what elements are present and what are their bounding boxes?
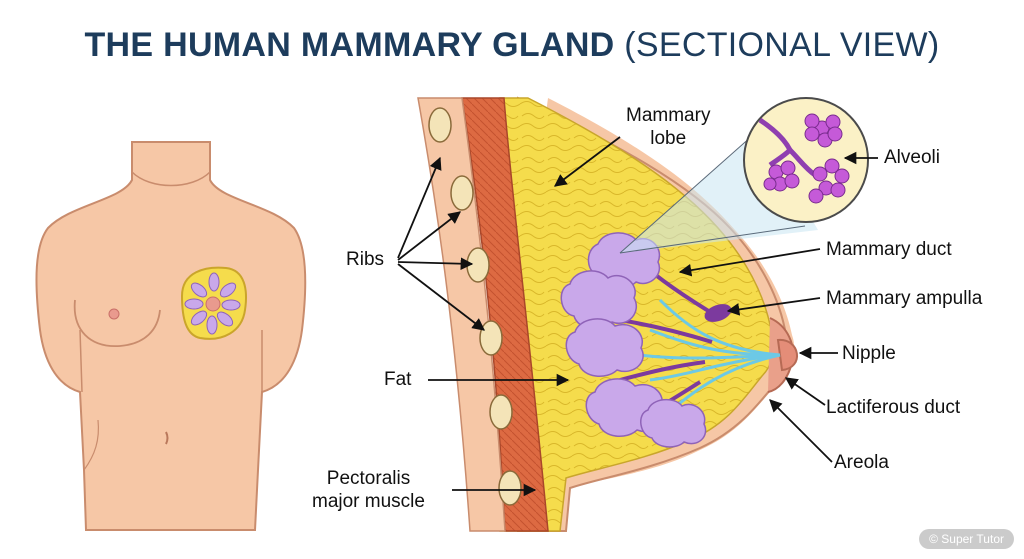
sectional-view [397, 96, 1010, 532]
label-pectoralis-line1: Pectoralis [326, 468, 411, 489]
left-arm-line [79, 329, 83, 393]
title-main: THE HUMAN MAMMARY GLAND [84, 26, 615, 64]
title-subtitle: (SECTIONAL VIEW) [624, 26, 940, 64]
pectoralis-muscle [461, 97, 549, 532]
lobules [560, 232, 707, 448]
gland-cutaway [180, 266, 247, 340]
label-mammary-lobe-line2: lobe [650, 128, 687, 149]
mammary-ampulla-shape [704, 304, 732, 322]
left-breast [73, 299, 161, 347]
nipple [776, 338, 799, 372]
label-pectoralis-line2: major muscle [312, 491, 425, 512]
left-nipple [108, 308, 120, 320]
neck-shadow [131, 171, 211, 187]
label-mammary-lobe: Mammary lobe [626, 104, 710, 150]
label-nipple: Nipple [842, 343, 896, 364]
label-mammary-ampulla: Mammary ampulla [826, 288, 983, 309]
label-fat: Fat [384, 369, 412, 390]
label-pectoralis: Pectoralis major muscle [312, 467, 425, 513]
diagram-title: THE HUMAN MAMMARY GLAND (SECTIONAL VIEW) [0, 26, 1024, 65]
label-mammary-lobe-line1: Mammary [626, 105, 711, 126]
leader-lines [397, 136, 878, 497]
label-lactiferous-duct: Lactiferous duct [826, 397, 961, 418]
label-alveoli: Alveoli [884, 147, 940, 168]
torso-body [35, 141, 307, 531]
waist-left [83, 419, 100, 471]
rib-wall [417, 97, 506, 532]
label-ribs: Ribs [346, 249, 385, 270]
watermark-badge: © Super Tutor [919, 529, 1014, 549]
label-areola: Areola [834, 452, 889, 473]
torso-figure [35, 141, 307, 531]
navel [165, 431, 169, 445]
label-mammary-duct: Mammary duct [826, 239, 952, 260]
alveoli-inset [743, 97, 869, 223]
